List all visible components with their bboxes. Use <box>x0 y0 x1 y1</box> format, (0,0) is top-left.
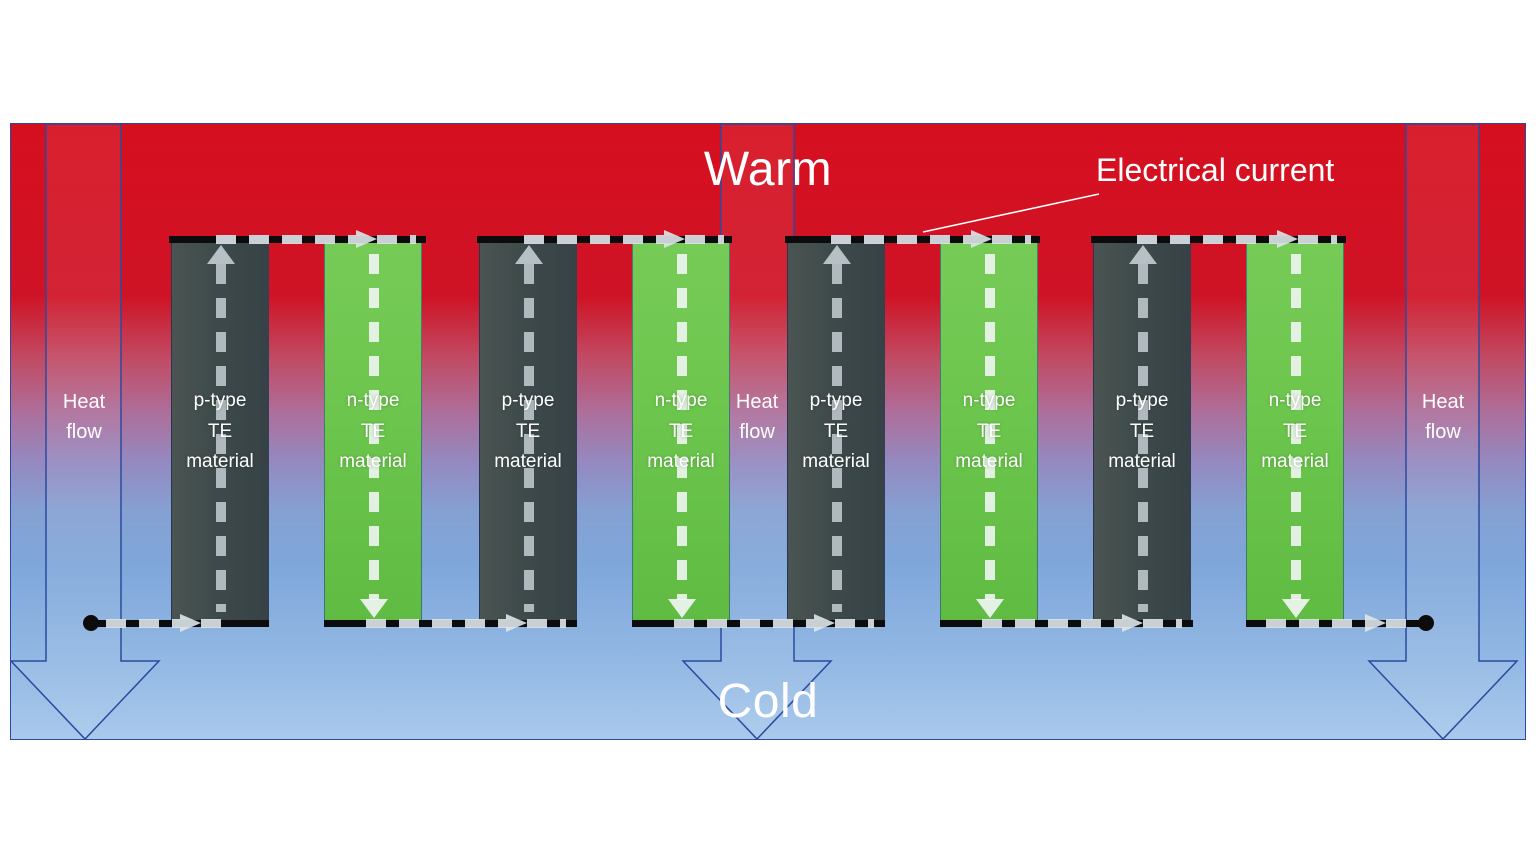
current-dashed-line <box>1138 264 1148 612</box>
current-dashed-line <box>985 254 995 600</box>
current-arrow-right-top-1-icon <box>216 230 416 248</box>
terminal-node-right <box>1418 615 1434 631</box>
te-column-label: p-type TE material <box>1108 390 1176 473</box>
current-arrow-right-top-3-icon <box>831 230 1031 248</box>
current-arrow-up-icon <box>1129 245 1157 264</box>
current-arrow-up-icon <box>515 245 543 264</box>
heat-flow-arrow-right-icon <box>1367 124 1519 741</box>
te-column-n-8: n-type TE material <box>1246 241 1344 623</box>
te-column-n-4: n-type TE material <box>632 241 730 623</box>
thermoelectric-diagram: p-type TE material n-type TE material p-… <box>10 123 1526 741</box>
current-dashed-line <box>216 264 226 612</box>
current-dashed-line <box>524 264 534 612</box>
te-column-label: n-type TE material <box>647 390 715 473</box>
electrical-current-leader-line <box>922 193 1100 233</box>
current-arrow-up-icon <box>823 245 851 264</box>
te-column-label: n-type TE material <box>1261 390 1329 473</box>
current-arrow-right-bottom-3-icon <box>982 614 1182 632</box>
current-arrow-right-bottom-2-icon <box>674 614 874 632</box>
te-column-n-2: n-type TE material <box>324 241 422 623</box>
heat-flow-label-right: Heat flow <box>1421 391 1465 443</box>
heat-flow-arrow-left-icon <box>11 124 161 741</box>
te-column-p-1: p-type TE material <box>171 241 269 623</box>
current-dashed-line <box>1291 254 1301 600</box>
current-dashed-line <box>677 254 687 600</box>
terminal-node-left <box>83 615 99 631</box>
te-column-p-3: p-type TE material <box>479 241 577 623</box>
heat-flow-label-center: Heat flow <box>735 391 779 443</box>
te-column-label: p-type TE material <box>494 390 562 473</box>
warm-region-label: Warm <box>703 143 833 196</box>
current-arrow-right-terminal-right-icon <box>1266 614 1411 632</box>
heat-flow-label-left: Heat flow <box>62 391 106 443</box>
current-arrow-down-icon <box>360 599 388 618</box>
te-column-p-7: p-type TE material <box>1093 241 1191 623</box>
current-arrow-right-top-4-icon <box>1137 230 1337 248</box>
te-column-label: n-type TE material <box>339 390 407 473</box>
current-dashed-line <box>832 264 842 612</box>
current-arrow-down-icon <box>976 599 1004 618</box>
current-arrow-down-icon <box>1282 599 1310 618</box>
electrical-current-label: Electrical current <box>1096 152 1335 188</box>
current-dashed-line <box>369 254 379 600</box>
current-arrow-right-top-2-icon <box>524 230 724 248</box>
te-column-label: p-type TE material <box>186 390 254 473</box>
cold-region-label: Cold <box>717 675 819 728</box>
current-arrow-right-terminal-left-icon <box>106 614 226 632</box>
te-column-label: n-type TE material <box>955 390 1023 473</box>
te-column-n-6: n-type TE material <box>940 241 1038 623</box>
te-column-label: p-type TE material <box>802 390 870 473</box>
current-arrow-right-bottom-1-icon <box>366 614 566 632</box>
te-column-p-5: p-type TE material <box>787 241 885 623</box>
current-arrow-up-icon <box>207 245 235 264</box>
current-arrow-down-icon <box>668 599 696 618</box>
